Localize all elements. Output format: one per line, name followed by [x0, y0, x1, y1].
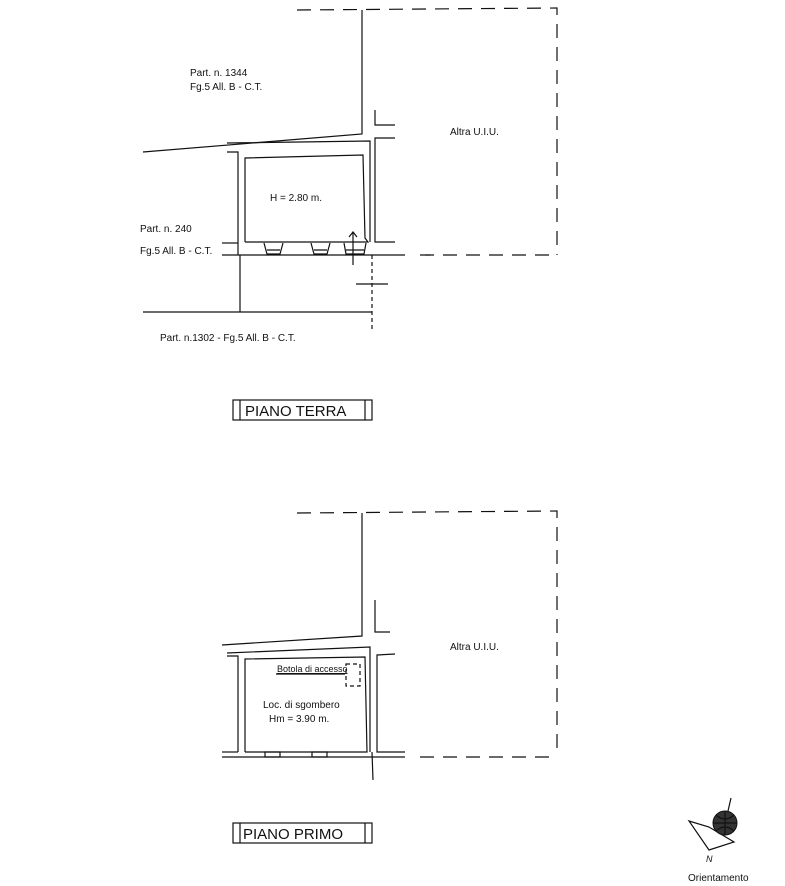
- neighbor-unit-label: Altra U.I.U.: [450, 127, 499, 138]
- wall-stub: [374, 600, 390, 633]
- neighbor-unit-label: Altra U.I.U.: [450, 642, 499, 653]
- neighbor-boundary-dashed: [296, 7, 558, 255]
- parcel-boundary: [142, 10, 363, 153]
- neighbor-boundary-dashed: [296, 510, 558, 757]
- door: [343, 242, 367, 255]
- window: [264, 751, 281, 758]
- north-letter: N: [706, 854, 713, 864]
- wall-right: [374, 137, 395, 243]
- parcel-north-line2: Fg.5 All. B - C.T.: [190, 82, 262, 93]
- wall-right: [376, 653, 405, 753]
- height-label: H = 2.80 m.: [270, 193, 322, 204]
- title-box: [232, 822, 373, 844]
- globe-grid: [713, 811, 737, 835]
- room-name: Loc. di sgombero: [263, 700, 340, 711]
- title-box: [232, 399, 373, 421]
- room-outer-wall: [227, 655, 239, 752]
- height-label: Hm = 3.90 m.: [269, 714, 329, 725]
- room-outer-wall: [227, 151, 239, 255]
- compass-needle: [727, 797, 732, 812]
- parcel-boundary: [221, 513, 363, 646]
- section-line: [371, 751, 374, 781]
- room-inner-wall: [244, 154, 370, 243]
- parcel-north-line1: Part. n. 1344: [190, 68, 248, 79]
- ground-floor-plan: Part. n. 1344 Fg.5 All. B - C.T. Altra U…: [140, 7, 558, 421]
- ground-floor-title: PIANO TERRA: [245, 403, 346, 420]
- window: [263, 242, 284, 255]
- first-floor-plan: Botola di accesso Loc. di sgombero Hm = …: [221, 510, 558, 844]
- first-floor-title: PIANO PRIMO: [243, 826, 343, 843]
- room-outer-wall: [226, 646, 371, 752]
- compass-plane: [687, 819, 736, 851]
- compass-label: Orientamento: [688, 873, 749, 884]
- parcel-south-label: Part. n.1302 - Fg.5 All. B - C.T.: [160, 333, 296, 344]
- parcel-west-line1: Part. n. 240: [140, 224, 192, 235]
- parcel-west-line2: Fg.5 All. B - C.T.: [140, 246, 212, 257]
- window: [310, 242, 331, 255]
- wall-stub: [374, 110, 395, 126]
- room-outer-wall: [226, 140, 371, 242]
- hatch-label: Botola di accesso: [277, 664, 348, 674]
- window: [311, 751, 328, 758]
- compass-rose-icon: N Orientamento: [687, 797, 749, 884]
- entrance-arrow-head-icon: [348, 231, 358, 238]
- access-hatch-icon: [345, 663, 361, 687]
